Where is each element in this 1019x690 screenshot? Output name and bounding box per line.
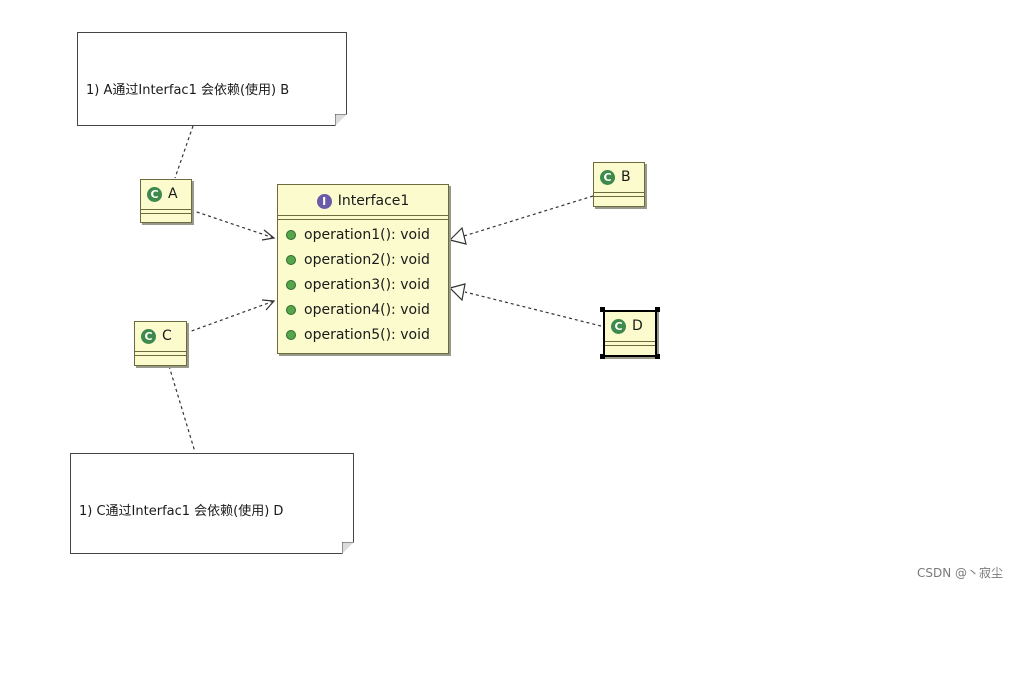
operation-4[interactable]: operation4(): void — [278, 297, 448, 322]
operation-5-label: operation5(): void — [304, 326, 430, 343]
selection-handle-bottom-left[interactable] — [600, 354, 605, 359]
interface-1[interactable]: I Interface1 operation1(): void operatio… — [277, 184, 449, 354]
realization-d-interface — [464, 291, 602, 327]
note-c-line-1: 1) C通过Interfac1 会依赖(使用) D — [79, 504, 284, 519]
class-c[interactable]: C C — [134, 321, 187, 366]
public-method-icon — [286, 229, 296, 240]
realization-b-interface — [463, 195, 594, 237]
operation-3[interactable]: operation3(): void — [278, 272, 448, 297]
note-a-line-1: 1) A通过Interfac1 会依赖(使用) B — [86, 83, 290, 98]
public-method-icon — [286, 279, 296, 290]
public-method-icon — [286, 329, 296, 340]
interface-icon: I — [316, 193, 332, 209]
class-icon: C — [600, 169, 615, 185]
note-c-anchor — [168, 365, 196, 453]
class-a[interactable]: C A — [140, 179, 192, 223]
note-a-line-2: 2) 但是A中只会使用到接口的 1,2,3 — [86, 146, 293, 161]
class-b-name: B — [621, 169, 631, 185]
public-method-icon — [286, 304, 296, 315]
operation-3-label: operation3(): void — [304, 276, 430, 293]
note-c[interactable]: 1) C通过Interfac1 会依赖(使用) D 2) 但是C中只会使用到接口… — [70, 453, 354, 554]
class-d-name: D — [632, 318, 643, 334]
public-method-icon — [286, 254, 296, 265]
dependency-c-arrowhead — [261, 299, 276, 311]
operation-1-label: operation1(): void — [304, 226, 430, 243]
note-a-anchor — [174, 125, 194, 179]
realization-d-arrowhead — [448, 283, 466, 302]
note-a[interactable]: 1) A通过Interfac1 会依赖(使用) B 2) 但是A中只会使用到接口… — [77, 32, 347, 126]
class-icon: C — [141, 328, 156, 344]
operation-1[interactable]: operation1(): void — [278, 222, 448, 247]
interface-name: Interface1 — [337, 193, 410, 209]
class-icon: C — [147, 186, 162, 202]
uml-diagram-canvas: 1) A通过Interfac1 会依赖(使用) B 2) 但是A中只会使用到接口… — [0, 0, 1003, 590]
class-icon: C — [611, 318, 626, 334]
note-c-line-3: 个方法 — [79, 630, 119, 645]
class-a-name: A — [168, 186, 178, 202]
operation-2-label: operation2(): void — [304, 251, 430, 268]
operation-4-label: operation4(): void — [304, 301, 430, 318]
watermark: CSDN @丶寂尘 — [916, 566, 1003, 580]
dependency-c-interface — [185, 300, 275, 334]
selection-handle-top-right[interactable] — [655, 307, 660, 312]
note-c-line-2: 2) 但是C中只会使用到接口的 1,4,5三 — [79, 567, 299, 582]
class-b[interactable]: C B — [593, 162, 645, 207]
operation-list: operation1(): void operation2(): void op… — [278, 220, 448, 347]
realization-b-arrowhead — [448, 226, 467, 245]
dependency-a-interface — [190, 209, 275, 239]
operation-5[interactable]: operation5(): void — [278, 322, 448, 347]
selection-handle-bottom-right[interactable] — [655, 354, 660, 359]
class-d[interactable]: C D — [603, 310, 657, 357]
class-c-name: C — [162, 328, 172, 344]
operation-2[interactable]: operation2(): void — [278, 247, 448, 272]
dependency-a-arrowhead — [261, 229, 276, 241]
selection-handle-top-left[interactable] — [600, 307, 605, 312]
